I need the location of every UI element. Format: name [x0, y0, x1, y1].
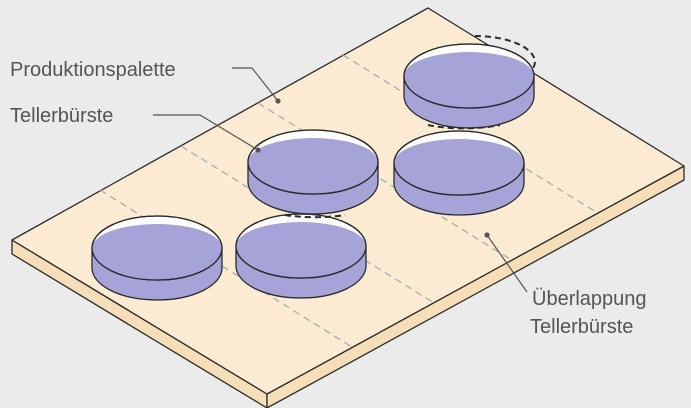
- leader-lines: [153, 67, 528, 293]
- label-disc-brush: Tellerbürste: [10, 105, 113, 127]
- overlap-leader-dot: [484, 232, 490, 238]
- brush-leader-dot: [255, 147, 261, 153]
- overlap-leader-line: [486, 234, 528, 293]
- disc-brush: [91, 215, 223, 301]
- leader-dots: [255, 98, 490, 238]
- brush-bristle-face: [404, 52, 534, 108]
- disc-brush: [403, 43, 535, 129]
- disc-brush: [393, 130, 525, 216]
- lane-line: [257, 102, 511, 260]
- disc-brushes: [91, 43, 535, 301]
- brush-leader-line: [153, 114, 259, 151]
- overlap-arc: [474, 35, 536, 71]
- overlap-arc: [284, 214, 346, 219]
- label-overlap-line2: Tellerbürste: [530, 316, 633, 338]
- pallet-leader-line: [232, 67, 279, 102]
- label-overlap-line1: Überlappung: [532, 288, 647, 310]
- overlap-markers: [284, 35, 536, 219]
- disc-brush: [235, 213, 367, 299]
- overlap-arc: [427, 124, 501, 130]
- label-production-pallet: Produktionspalette: [10, 59, 176, 81]
- pallet-leader-dot: [275, 98, 281, 104]
- disc-brush: [247, 129, 379, 215]
